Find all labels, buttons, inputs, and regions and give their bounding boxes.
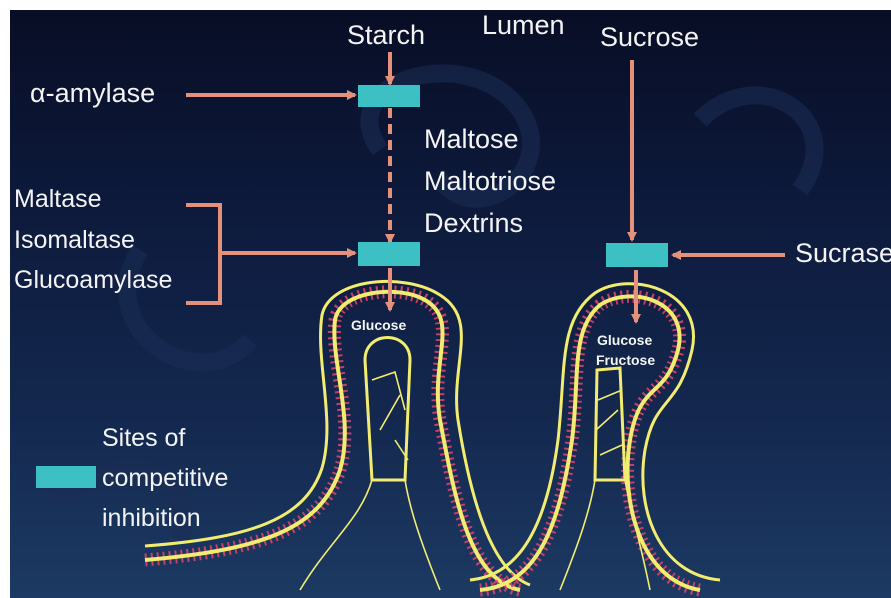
label-fructose: Fructose [596,352,655,368]
villus-right [470,284,720,590]
label-alpha-amylase: α-amylase [30,78,155,108]
label-starch: Starch [347,20,425,50]
frame-border-top [0,0,891,10]
legend-swatch [36,466,96,488]
label-maltotriose: Maltotriose [424,166,556,196]
label-lumen: Lumen [482,10,565,40]
legend-line-1: Sites of [102,424,185,452]
label-sucrase: Sucrase [795,238,891,268]
label-maltose: Maltose [424,124,519,154]
villus-left [145,281,530,590]
legend-line-3: inhibition [102,504,201,532]
brush-border-enzymes-bracket [186,205,220,303]
label-dextrins: Dextrins [424,208,523,238]
inhibition-site-brush-border [358,242,420,266]
label-glucose-left: Glucose [351,317,406,333]
label-glucoamylase: Glucoamylase [14,266,172,294]
label-maltase: Maltase [14,185,102,213]
frame-border-left [0,0,10,598]
legend-line-2: competitive [102,464,228,492]
inhibition-site-alpha-amylase [358,85,420,107]
label-isomaltase: Isomaltase [14,226,135,254]
inhibition-site-sucrase [606,243,668,267]
label-sucrose: Sucrose [600,22,699,52]
label-glucose-right: Glucose [597,332,652,348]
